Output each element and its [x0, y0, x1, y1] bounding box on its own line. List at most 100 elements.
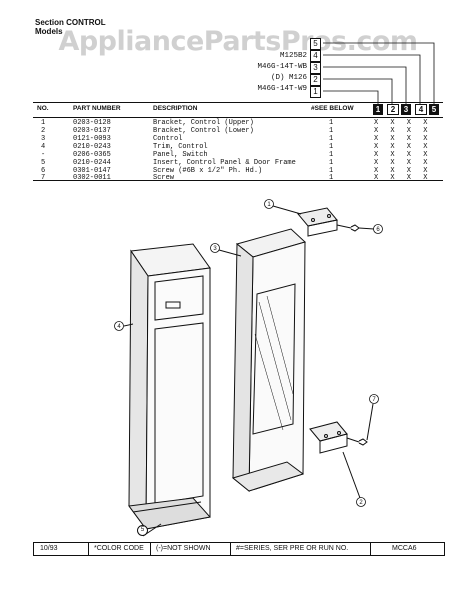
- row-marks: X X X X: [374, 143, 432, 151]
- footer-color-code: *COLOR CODE: [94, 545, 144, 552]
- parts-sheet: AppliancePartsPros.com Section CONTROL M…: [33, 14, 445, 556]
- footer-series: #=SERIES, SER PRE OR RUN NO.: [236, 545, 349, 552]
- table-bottom-rule: [33, 180, 443, 181]
- callout-4: 4: [114, 321, 124, 331]
- callout-7: 7: [369, 394, 379, 404]
- row-qty: 1: [329, 143, 334, 151]
- table-top-rule: [33, 102, 443, 103]
- table-row: 7 0302-0011 Screw 1 X X X X: [33, 174, 443, 182]
- callout-3-number: 3: [213, 246, 217, 252]
- row-marks: X X X X: [374, 167, 432, 175]
- exploded-view-diagram: 1 6 3 4 7 2: [114, 199, 383, 537]
- col-header-description: DESCRIPTION: [153, 105, 198, 112]
- model-name-2: (D) M126: [270, 74, 307, 82]
- row-marks: X X X X: [374, 127, 432, 135]
- callout-7-number: 7: [372, 397, 376, 403]
- lower-bracket: [309, 421, 368, 454]
- footer-diagram-code: MCCA6: [392, 545, 417, 552]
- callout-5-number: 5: [137, 525, 148, 536]
- col-header-no: NO.: [37, 105, 49, 112]
- col-model-5: 5: [429, 104, 439, 115]
- row-no: 5: [41, 159, 46, 167]
- col-model-4: 4: [415, 104, 427, 115]
- callout-2: 2: [356, 497, 366, 507]
- table-row: 5 0210-0244 Insert, Control Panel & Door…: [33, 159, 443, 167]
- table-header-rule: [33, 117, 443, 118]
- row-part-number: 0302-0011: [73, 174, 111, 182]
- row-qty: 1: [329, 127, 334, 135]
- row-part-number: 0210-0243: [73, 143, 111, 151]
- table-row: 2 0203-0137 Bracket, Control (Lower) 1 X…: [33, 127, 443, 135]
- callout-1: 1: [264, 199, 274, 209]
- row-description: Bracket, Control (Lower): [153, 127, 254, 135]
- watermark: AppliancePartsPros.com: [58, 26, 418, 57]
- row-qty: 1: [329, 119, 334, 127]
- model-number-1: 1: [310, 86, 321, 98]
- row-qty: 1: [329, 151, 334, 159]
- footer-divider: [370, 543, 371, 555]
- table-row: 4 0210-0243 Trim, Control 1 X X X X: [33, 143, 443, 151]
- row-part-number: 0210-0244: [73, 159, 111, 167]
- row-marks: X X X X: [374, 135, 432, 143]
- row-marks: X X X X: [374, 151, 432, 159]
- callout-3: 3: [210, 243, 220, 253]
- model-name-4: M125B2: [279, 52, 307, 60]
- row-description: Panel, Switch: [153, 151, 208, 159]
- col-model-3: 3: [401, 104, 411, 115]
- footer-divider: [150, 543, 151, 555]
- row-marks: X X X X: [374, 159, 432, 167]
- row-qty: 1: [329, 174, 334, 182]
- footer-divider: [230, 543, 231, 555]
- models-label: Models: [35, 27, 63, 36]
- model-leader-lines: [323, 42, 435, 104]
- model-name-1: M46G-14T-W9: [257, 85, 307, 93]
- section-label: Section CONTROL: [35, 18, 106, 27]
- footer-date: 10/93: [40, 545, 58, 552]
- model-number-4: 4: [310, 50, 321, 62]
- model-number-5: 5: [310, 38, 321, 50]
- row-description: Screw (#6B x 1/2" Ph. Hd.): [153, 167, 263, 175]
- row-description: Insert, Control Panel & Door Frame: [153, 159, 296, 167]
- callout-1-number: 1: [267, 202, 271, 208]
- row-no: 7: [41, 174, 46, 182]
- footer-bar: 10/93 *COLOR CODE (-)=NOT SHOWN #=SERIES…: [33, 542, 445, 556]
- col-header-part: PART NUMBER: [73, 105, 121, 112]
- row-no: -: [41, 151, 46, 159]
- control-insert-frame: [231, 228, 306, 493]
- col-model-1: 1: [373, 104, 383, 115]
- table-row: 1 0203-0128 Bracket, Control (Upper) 1 X…: [33, 119, 443, 127]
- row-description: Trim, Control: [153, 143, 208, 151]
- model-name-3: M46G-14T-WB: [257, 63, 307, 71]
- callout-4-number: 4: [117, 324, 121, 330]
- row-no: 4: [41, 143, 46, 151]
- col-header-see-below: #SEE BELOW: [311, 105, 354, 112]
- col-model-2: 2: [387, 104, 399, 115]
- footer-divider: [88, 543, 89, 555]
- row-part-number: 0203-0128: [73, 119, 111, 127]
- model-key: 5 4 3 2 1: [310, 38, 322, 98]
- row-description: Screw: [153, 174, 175, 182]
- row-qty: 1: [329, 167, 334, 175]
- row-part-number: 0301-0147: [73, 167, 111, 175]
- footer-not-shown: (-)=NOT SHOWN: [156, 545, 211, 552]
- control-trim-panel: [128, 243, 211, 531]
- row-part-number: 0203-0137: [73, 127, 111, 135]
- table-row: 3 0121-0093 Control 1 X X X X: [33, 135, 443, 143]
- row-no: 3: [41, 135, 46, 143]
- row-part-number: 0206-0365: [73, 151, 111, 159]
- row-description: Control: [153, 135, 183, 143]
- model-number-3: 3: [310, 62, 321, 74]
- row-marks: X X X X: [374, 119, 432, 127]
- callout-6-number: 6: [376, 227, 380, 233]
- upper-bracket: [297, 207, 360, 237]
- table-row: - 0206-0365 Panel, Switch 1 X X X X: [33, 151, 443, 159]
- row-description: Bracket, Control (Upper): [153, 119, 254, 127]
- row-qty: 1: [329, 159, 334, 167]
- row-part-number: 0121-0093: [73, 135, 111, 143]
- row-marks: X X X X: [374, 174, 432, 182]
- table-row: 6 0301-0147 Screw (#6B x 1/2" Ph. Hd.) 1…: [33, 167, 443, 175]
- callout-2-number: 2: [359, 500, 363, 506]
- row-no: 1: [41, 119, 46, 127]
- row-no: 6: [41, 167, 46, 175]
- row-qty: 1: [329, 135, 334, 143]
